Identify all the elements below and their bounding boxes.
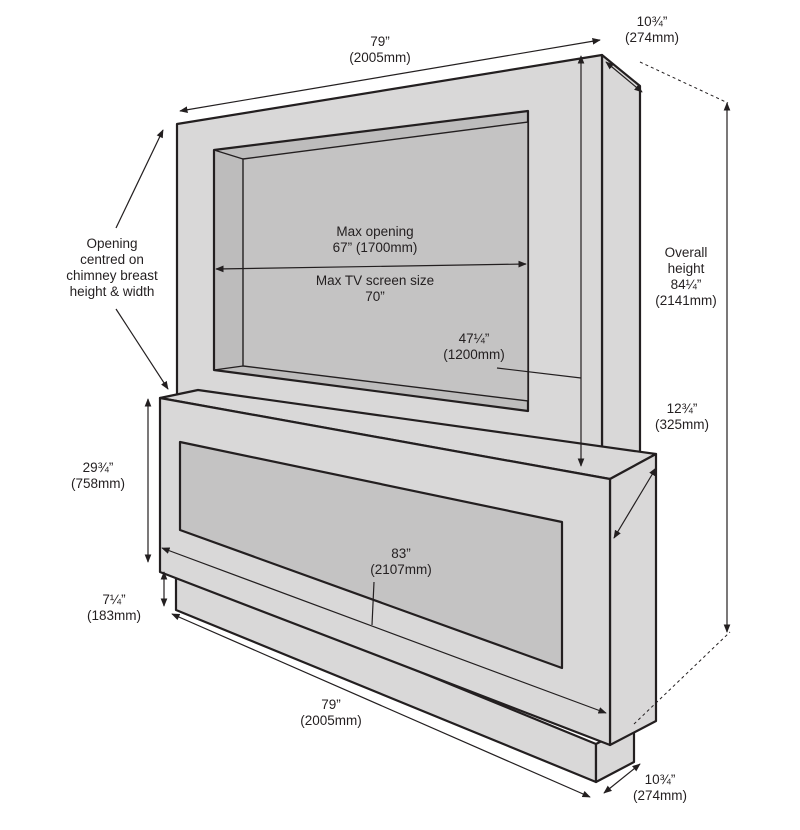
base-side — [608, 452, 658, 747]
opening-note-line1: Opening — [86, 236, 138, 251]
dim-bottom-width — [171, 613, 591, 798]
bottom-width-inches: 79” — [321, 697, 341, 712]
upper-height-mm: (1200mm) — [443, 347, 505, 362]
opening-note-label: Opening centred on chimney breast height… — [46, 236, 178, 300]
plinth-height-label: 7¼” (183mm) — [74, 592, 154, 624]
base-depth-label: 12¾” (325mm) — [642, 401, 722, 433]
overall-height-line1: Overall — [664, 245, 708, 260]
overall-height-line2: height — [667, 261, 705, 276]
max-opening-title: Max opening — [336, 224, 414, 239]
base-height-mm: (758mm) — [70, 476, 125, 491]
dimension-lines — [115, 37, 731, 798]
base-width-inches: 83” — [391, 546, 411, 561]
bottom-depth-inches: 10¾” — [644, 772, 676, 787]
plinth-height-mm: (183mm) — [86, 608, 141, 623]
bottom-width-mm: (2005mm) — [300, 713, 362, 728]
recess-edge-left — [213, 149, 244, 160]
base-depth-mm: (325mm) — [654, 417, 709, 432]
base-height-label: 29¾” (758mm) — [58, 460, 138, 492]
top-depth-inches: 10¾” — [636, 14, 668, 29]
upper-side — [600, 53, 642, 472]
upper-height-inches: 47¼” — [458, 331, 490, 346]
dim-bottom-depth — [603, 763, 641, 794]
top-width-label: 79” (2005mm) — [320, 34, 440, 66]
top-width-inches: 79” — [370, 34, 390, 49]
max-tv-label: Max TV screen size 70” — [290, 273, 460, 305]
plinth-height-inches: 7¼” — [102, 592, 126, 607]
dim-base-depth — [613, 467, 657, 539]
leader-opening-note-top — [115, 129, 164, 229]
upper-section — [175, 53, 642, 472]
top-depth-mm: (274mm) — [624, 30, 679, 45]
base-width-mm: (2107mm) — [370, 562, 432, 577]
opening-note-line2: centred on — [80, 252, 144, 267]
overall-height-label: Overall height 84¼” (2141mm) — [646, 245, 726, 309]
max-opening-value: 67” (1700mm) — [332, 240, 418, 255]
base-width-label: 83” (2107mm) — [346, 546, 456, 578]
base-depth-inches: 12¾” — [666, 401, 698, 416]
opening-note-line4: height & width — [69, 284, 155, 299]
dash-base-extension — [633, 631, 731, 725]
top-width-mm: (2005mm) — [349, 50, 411, 65]
overall-height-inches: 84¼” — [670, 277, 702, 292]
max-tv-value: 70” — [365, 289, 385, 304]
dim-top-depth — [605, 61, 643, 93]
max-tv-title: Max TV screen size — [315, 273, 435, 288]
top-depth-label: 10¾” (274mm) — [612, 14, 692, 46]
bottom-depth-label: 10¾” (274mm) — [620, 772, 700, 804]
upper-height-label: 47¼” (1200mm) — [424, 331, 524, 363]
recess-edge-bottom — [213, 365, 244, 371]
base-height-inches: 29¾” — [82, 460, 114, 475]
bottom-depth-mm: (274mm) — [632, 788, 687, 803]
leader-opening-note-bottom — [115, 308, 169, 390]
leader-upper-height — [496, 367, 582, 379]
dash-top-extension — [639, 61, 729, 104]
max-opening-label: Max opening 67” (1700mm) — [300, 224, 450, 256]
dim-max-opening — [215, 260, 527, 273]
opening-note-line3: chimney breast — [66, 268, 158, 283]
bottom-width-label: 79” (2005mm) — [276, 697, 386, 729]
dim-top-width — [179, 37, 601, 114]
overall-height-mm: (2141mm) — [655, 293, 717, 308]
